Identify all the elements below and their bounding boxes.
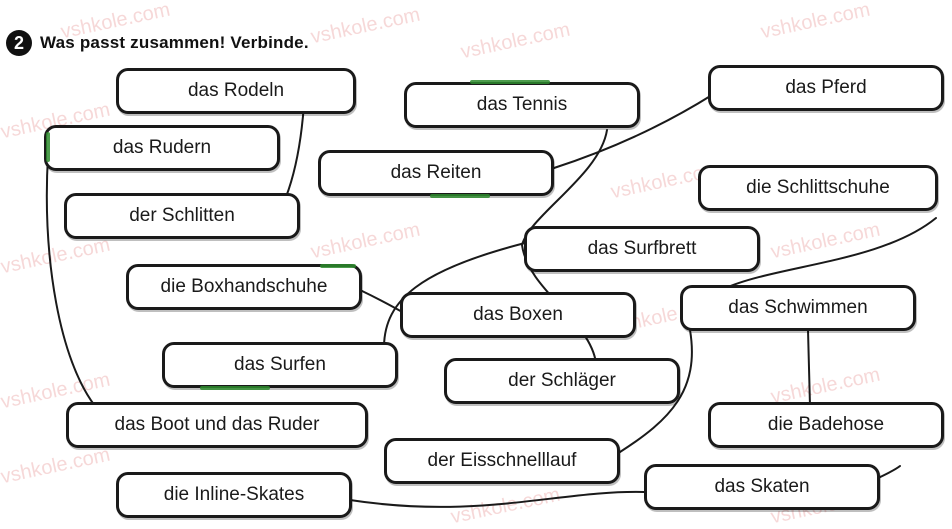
card-label: der Eisschnelllauf xyxy=(427,450,577,471)
task-instruction: Was passt zusammen! Verbinde. xyxy=(40,33,309,52)
highlight-mark xyxy=(200,386,270,390)
card-das-tennis[interactable]: das Tennis xyxy=(404,82,640,128)
card-das-schwimmen[interactable]: das Schwimmen xyxy=(680,285,916,331)
exercise-header: 2 Was passt zusammen! Verbinde. xyxy=(6,28,309,58)
card-das-surfen[interactable]: das Surfen xyxy=(162,342,398,388)
card-label: das Schwimmen xyxy=(728,297,868,318)
highlight-mark xyxy=(430,194,490,198)
watermark: vshkole.com xyxy=(308,218,423,264)
card-das-reiten[interactable]: das Reiten xyxy=(318,150,554,196)
card-die-badehose[interactable]: die Badehose xyxy=(708,402,944,448)
card-das-rudern[interactable]: das Rudern xyxy=(44,125,280,171)
card-die-schlittschuhe[interactable]: die Schlittschuhe xyxy=(698,165,938,211)
watermark: vshkole.com xyxy=(0,233,113,279)
watermark: vshkole.com xyxy=(448,483,563,529)
watermark: vshkole.com xyxy=(308,3,423,49)
card-label: das Rudern xyxy=(112,137,212,158)
card-label: das Pferd xyxy=(785,77,867,98)
line-boxhandschuhe-boxen xyxy=(359,289,405,314)
card-label: das Rodeln xyxy=(187,80,285,101)
card-label: das Tennis xyxy=(476,94,568,115)
card-das-pferd[interactable]: das Pferd xyxy=(708,65,944,111)
watermark: vshkole.com xyxy=(458,18,573,64)
card-das-boxen[interactable]: das Boxen xyxy=(400,292,636,338)
card-der-schlaeger[interactable]: der Schläger xyxy=(444,358,680,404)
card-die-boxhandschuhe[interactable]: die Boxhandschuhe xyxy=(126,264,362,310)
card-die-inline-skates[interactable]: die Inline-Skates xyxy=(116,472,352,518)
card-der-eisschnelllauf[interactable]: der Eisschnelllauf xyxy=(384,438,620,484)
card-das-skaten[interactable]: das Skaten xyxy=(644,464,880,510)
line-inline-skaten xyxy=(349,490,645,508)
card-label: die Schlittschuhe xyxy=(746,177,890,198)
highlight-mark xyxy=(46,132,50,162)
card-das-boot-und-das-ruder[interactable]: das Boot und das Ruder xyxy=(66,402,368,448)
watermark: vshkole.com xyxy=(768,218,883,264)
line-schwimmen-badehose xyxy=(807,329,811,407)
highlight-mark xyxy=(320,264,356,268)
card-das-rodeln[interactable]: das Rodeln xyxy=(116,68,356,114)
watermark: vshkole.com xyxy=(0,443,113,489)
line-rodeln-schlitten xyxy=(285,103,305,198)
watermark: vshkole.com xyxy=(758,0,873,44)
card-das-surfbrett[interactable]: das Surfbrett xyxy=(524,226,760,272)
card-label: das Surfbrett xyxy=(587,238,697,259)
task-number-badge: 2 xyxy=(6,30,32,56)
card-label: die Boxhandschuhe xyxy=(160,276,328,297)
card-label: die Badehose xyxy=(767,414,885,435)
card-label: das Boot und das Ruder xyxy=(114,414,320,435)
card-der-schlitten[interactable]: der Schlitten xyxy=(64,193,300,239)
card-label: das Boxen xyxy=(473,304,563,325)
card-label: die Inline-Skates xyxy=(163,484,305,505)
line-skaten-edge xyxy=(877,465,901,479)
card-label: der Schläger xyxy=(508,370,616,391)
card-label: der Schlitten xyxy=(129,205,235,226)
card-label: das Reiten xyxy=(390,162,482,183)
highlight-mark xyxy=(470,80,550,84)
card-label: das Surfen xyxy=(234,354,326,375)
card-label: das Skaten xyxy=(714,476,810,497)
